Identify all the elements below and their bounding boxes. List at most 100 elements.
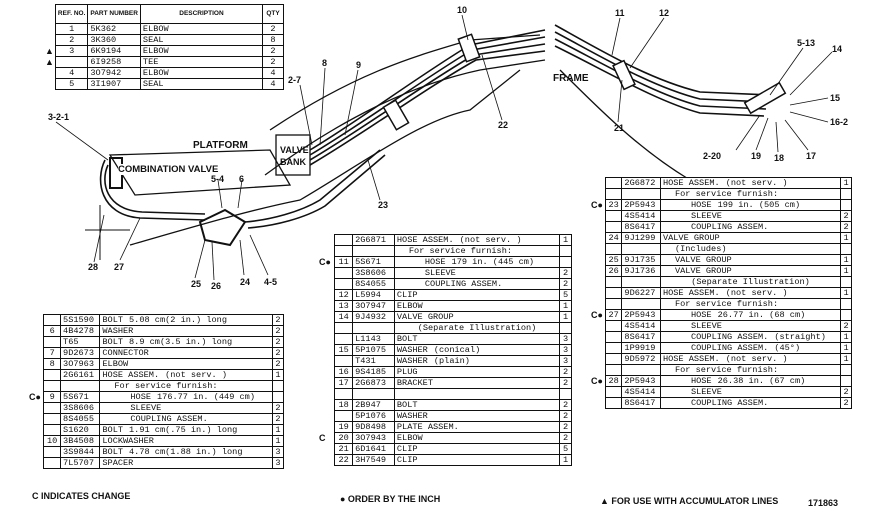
- col-ref: REF. NO.: [54, 4, 89, 24]
- quantity: 1: [840, 353, 852, 365]
- description: HOSE ASSEM.(not serv. ): [99, 369, 273, 381]
- part-number: 9D8498: [352, 421, 395, 433]
- quantity: 2: [559, 399, 572, 411]
- row-marker: [590, 244, 605, 255]
- quantity: 3: [559, 333, 572, 345]
- row-marker: [590, 288, 605, 299]
- quantity: [559, 245, 572, 257]
- quantity: 2: [559, 421, 572, 433]
- description-text: COUPLING ASSEM.: [690, 342, 769, 353]
- ref-number: 21: [334, 443, 354, 455]
- col-part-number: PART NUMBER: [87, 4, 141, 24]
- description-text: HOSE ASSEM.: [662, 177, 720, 188]
- description-text: For service furnish:: [114, 380, 218, 391]
- callout: 15: [830, 93, 841, 103]
- table-row: (Separate Illustration): [590, 276, 852, 288]
- quantity: 2: [840, 386, 852, 398]
- ref-number: 22: [334, 454, 354, 466]
- description-text: HOSE: [690, 375, 712, 386]
- part-number: 2G6872: [621, 177, 661, 189]
- quantity: 1: [559, 300, 572, 312]
- callout: 2-20: [703, 151, 722, 161]
- quantity: 1: [840, 254, 852, 266]
- ref-number: 12: [334, 289, 354, 301]
- part-number: 4B4278: [60, 325, 101, 337]
- part-number: 2P5943: [621, 199, 661, 211]
- frame-rail: [559, 69, 691, 181]
- part-number: [621, 243, 661, 255]
- description-text: COUPLING ASSEM.: [690, 221, 769, 232]
- description-text: VALVE GROUP: [674, 254, 732, 265]
- row-marker: [318, 290, 335, 301]
- row-marker: C●: [591, 199, 603, 210]
- description: SLEEVE: [659, 386, 842, 398]
- description-spec: 8.9 cm(3.5 in.) long: [129, 336, 233, 347]
- callout: 23: [378, 200, 389, 210]
- callout: 19: [751, 151, 762, 161]
- row-marker: [590, 321, 605, 332]
- part-number: 6I9258: [87, 56, 141, 68]
- ref-number: [334, 355, 354, 367]
- quantity: 2: [840, 221, 852, 233]
- table-row: For service furnish:: [590, 364, 852, 376]
- row-marker: [590, 343, 605, 354]
- description-spec: 5.08 cm(2 in.) long: [129, 314, 228, 325]
- part-number: 4S5414: [621, 210, 661, 222]
- ref-number: 10: [43, 435, 62, 447]
- description: COUPLING ASSEM.: [659, 397, 842, 409]
- description: PLUG: [393, 366, 561, 378]
- description-spec: 179 in. (445 cm): [451, 256, 535, 267]
- quantity: 3: [559, 344, 572, 356]
- quantity: 2: [271, 336, 285, 348]
- row-marker: [318, 323, 335, 334]
- row-marker: [590, 255, 605, 266]
- description: BRACKET: [393, 377, 561, 389]
- ref-number: [334, 388, 354, 400]
- description-text: CONNECTOR: [102, 347, 149, 358]
- ref-number: 26: [604, 265, 623, 277]
- quantity: 2: [840, 210, 852, 222]
- row-marker: [28, 381, 44, 392]
- description-text: CLIP: [396, 289, 418, 300]
- quantity: 4: [262, 78, 284, 90]
- description-spec: (not serv. ): [725, 177, 788, 188]
- order-note: ● ORDER BY THE INCH: [340, 494, 441, 504]
- row-marker: [318, 279, 335, 290]
- description: VALVE GROUP: [659, 265, 842, 277]
- description: For service furnish:: [659, 188, 842, 200]
- part-number: 4S5414: [621, 386, 661, 398]
- col-description: DESCRIPTION: [139, 4, 264, 24]
- row-marker: [44, 68, 55, 79]
- part-number: 5P1076: [352, 410, 395, 422]
- description: (Separate Illustration): [659, 276, 842, 288]
- quantity: 2: [559, 432, 572, 444]
- part-number: 9D5972: [621, 353, 661, 365]
- quantity: 2: [271, 314, 285, 326]
- quantity: [840, 243, 852, 255]
- ref-number: [43, 402, 62, 414]
- quantity: 4: [262, 67, 284, 79]
- description-spec: 199 in. (505 cm): [717, 199, 801, 210]
- description: For service furnish:: [659, 364, 842, 376]
- callout: 17: [806, 151, 817, 161]
- row-marker: [590, 233, 605, 244]
- row-marker: [318, 411, 335, 422]
- ref-number: [43, 413, 62, 425]
- quantity: 2: [840, 397, 852, 409]
- quantity: 2: [559, 377, 572, 389]
- description: BOLT: [393, 399, 561, 411]
- row-marker: [590, 178, 605, 189]
- valve-bank-label-line1: VALVE: [280, 145, 309, 155]
